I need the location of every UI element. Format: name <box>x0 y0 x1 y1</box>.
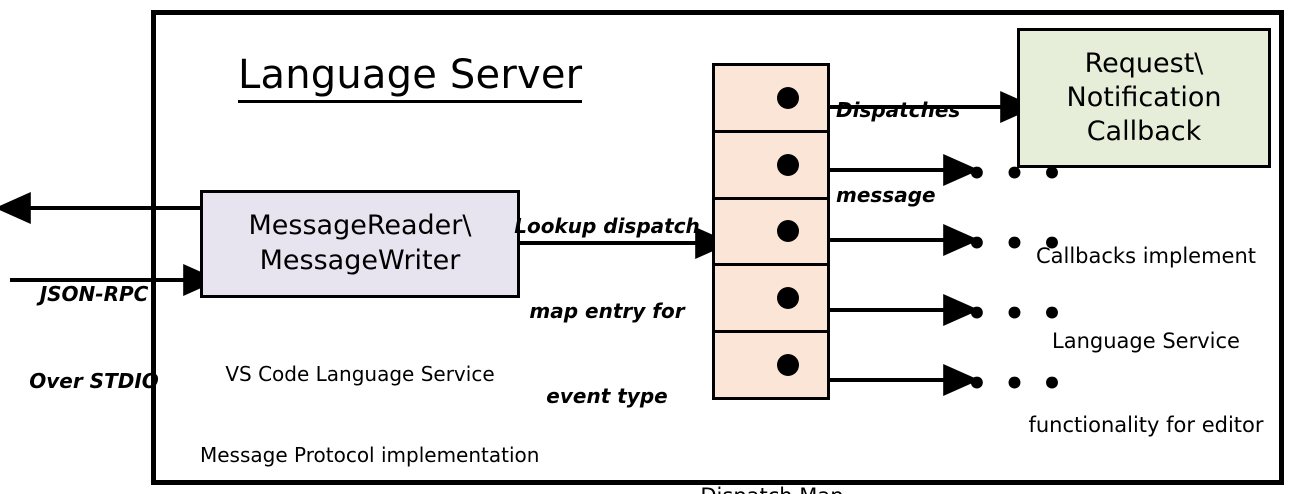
lookup-line2: map entry for <box>529 298 685 323</box>
json-rpc-label-line1: JSON-RPC <box>39 282 149 306</box>
lookup-line1: Lookup dispatch <box>514 213 700 238</box>
callback-description: Callbacks implement Language Service fun… <box>1006 186 1286 494</box>
dispatch-map-caption-line1: Dispatch Map <box>652 482 892 494</box>
caption-line1: VS Code Language Service <box>225 362 495 386</box>
dispatch-map-row-3[interactable] <box>715 200 827 267</box>
lookup-dispatch-label: Lookup dispatch map entry for event type <box>512 155 702 467</box>
dispatch-map-row-5[interactable] <box>715 333 827 397</box>
callback-desc-line3: functionality for editor <box>1028 413 1264 437</box>
message-reader-writer-caption: VS Code Language Service Message Protoco… <box>200 307 540 494</box>
dispatch-map-table[interactable] <box>712 63 830 400</box>
json-rpc-label: JSON-RPC Over STDIO <box>14 222 174 454</box>
callback-entry-dot-icon <box>777 354 799 377</box>
dispatches-message-label: Dispatches message <box>836 39 1016 266</box>
ellipsis-2: • • • <box>966 224 1065 264</box>
callback-desc-line1: Callbacks implement <box>1035 244 1257 269</box>
language-server-container <box>151 10 1284 485</box>
message-writer-label: MessageWriter <box>259 245 461 276</box>
dispatches-line2: message <box>836 182 936 207</box>
request-notification-callback-box[interactable]: Request\ Notification Callback <box>1017 28 1271 168</box>
dispatch-map-row-4[interactable] <box>715 266 827 334</box>
message-reader-writer-box[interactable]: MessageReader\ MessageWriter <box>200 190 520 298</box>
callback-line2: Notification <box>1066 81 1222 113</box>
callback-entry-dot-icon <box>777 86 799 109</box>
dispatches-line1: Dispatches <box>836 97 961 122</box>
language-server-title: Language Server <box>238 52 583 104</box>
callback-entry-dot-icon <box>777 220 799 243</box>
callback-line3: Callback <box>1086 116 1202 147</box>
dispatch-map-row-1[interactable] <box>715 66 827 133</box>
dispatch-map-caption: Dispatch Map (event_type, callback) <box>652 423 892 494</box>
ellipsis-4: • • • <box>966 364 1065 404</box>
json-rpc-label-line2: Over STDIO <box>29 369 159 393</box>
ellipsis-3: • • • <box>966 294 1065 334</box>
callback-desc-line2: Language Service <box>1052 328 1240 353</box>
dispatch-map-row-2[interactable] <box>715 133 827 200</box>
callback-entry-dot-icon <box>777 287 799 310</box>
caption-line2: Message Protocol implementation <box>200 443 540 467</box>
lookup-line3: event type <box>546 384 668 409</box>
message-reader-label: MessageReader\ <box>248 210 472 242</box>
callback-entry-dot-icon <box>777 153 799 176</box>
callback-line1: Request\ <box>1084 47 1204 79</box>
